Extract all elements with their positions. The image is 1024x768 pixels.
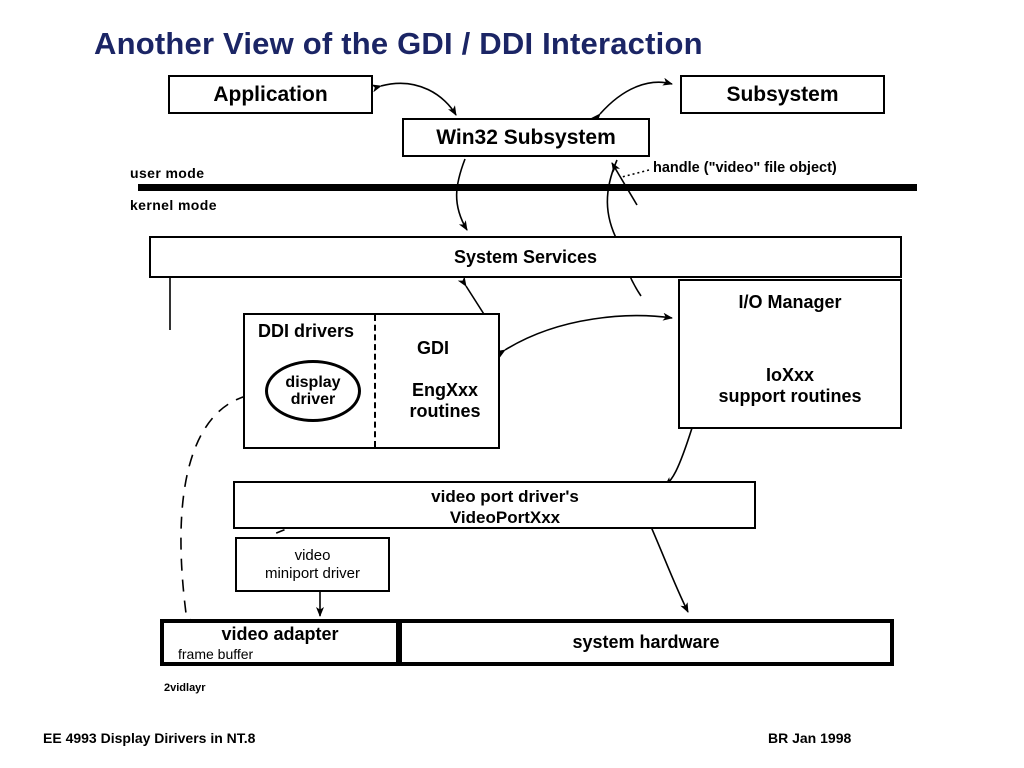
box-video-adapter-label: video adapter — [221, 624, 339, 644]
frame-buffer-label: frame buffer — [178, 646, 254, 662]
box-subsystem-label: Subsystem — [726, 82, 839, 106]
box-system-hardware[interactable] — [398, 619, 894, 666]
box-win32-subsystem-label: Win32 Subsystem — [436, 125, 616, 149]
box-application-label: Application — [213, 82, 328, 106]
box-ddi-drivers-label: DDI drivers — [258, 321, 355, 341]
ddi-box-divider — [374, 315, 376, 447]
box-video-port-driver[interactable] — [233, 481, 756, 529]
gdi-label: GDI — [417, 338, 450, 358]
page-title: Another View of the GDI / DDI Interactio… — [94, 26, 703, 61]
box-system-services-label: System Services — [453, 246, 598, 267]
user-mode-label: user mode — [130, 165, 205, 181]
box-video-miniport-driver-label: video miniport driver — [264, 546, 361, 582]
box-video-port-driver-label: video port driver's VideoPortXxx — [431, 487, 579, 527]
box-application[interactable] — [168, 75, 373, 114]
kernel-mode-label: kernel mode — [130, 197, 217, 213]
engxxx-routines-label: EngXxx routines — [409, 380, 481, 421]
footer-left-text: EE 4993 Display Dirivers in NT.8 — [43, 730, 256, 746]
box-video-miniport-driver[interactable] — [235, 537, 390, 592]
handle-annotation: handle ("video" file object) — [653, 160, 837, 176]
box-system-hardware-label: system hardware — [572, 632, 720, 652]
slide-caption: 2vidlayr — [164, 682, 206, 694]
kernel-boundary-bar — [138, 184, 917, 191]
box-io-manager[interactable] — [678, 279, 902, 429]
ellipse-display-driver[interactable] — [265, 360, 361, 422]
display-driver-label: display driver — [285, 373, 341, 408]
footer-right-text: BR Jan 1998 — [768, 730, 852, 746]
box-system-services[interactable] — [149, 236, 902, 278]
box-win32-subsystem[interactable] — [402, 118, 650, 157]
ioxxx-support-routines-label: IoXxx support routines — [718, 365, 862, 407]
box-video-adapter[interactable] — [160, 619, 400, 666]
box-io-manager-label: I/O Manager — [738, 292, 842, 312]
box-subsystem[interactable] — [680, 75, 885, 114]
